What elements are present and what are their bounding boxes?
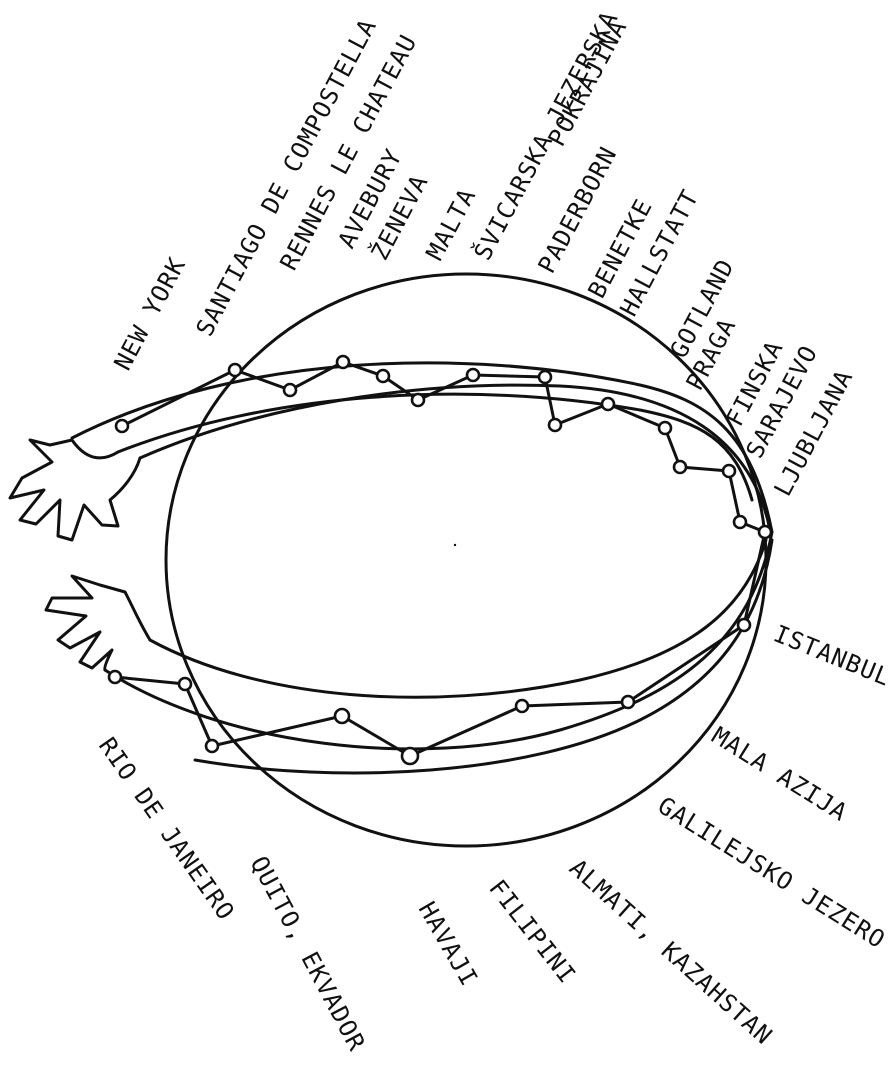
route-node (337, 356, 349, 368)
route-node (467, 369, 479, 381)
route-node (109, 671, 121, 683)
route-node (284, 384, 296, 396)
upper-route-band (72, 363, 772, 532)
label-almati: ALMATI, KAZAHSTAN (564, 854, 778, 1051)
route-node (723, 465, 735, 477)
route-node (622, 696, 634, 708)
globe-icon (166, 274, 766, 846)
lower-route-path (115, 625, 744, 756)
label-galilejsko: GALILEJSKO JEZERO (653, 791, 891, 954)
label-istanbul: ISTANBUL (770, 620, 893, 692)
paper-speck (454, 544, 456, 546)
route-node (659, 422, 671, 434)
label-filipini: FILIPINI (483, 874, 581, 989)
reaching-hand-icon (10, 440, 140, 540)
route-node (602, 398, 614, 410)
route-node (402, 748, 418, 764)
route-node (116, 420, 128, 432)
label-rio: RIO DE JANEIRO (93, 732, 240, 925)
route-node (539, 371, 551, 383)
route-node (229, 364, 241, 376)
route-node (206, 740, 218, 752)
reaching-hand-icon (46, 576, 150, 670)
route-node (377, 370, 389, 382)
route-node (179, 678, 191, 690)
route-node (674, 461, 686, 473)
route-node (335, 709, 349, 723)
label-santiago: SANTIAGO DE COMPOSTELLA (191, 14, 383, 341)
label-new-york: NEW YORK (109, 253, 192, 375)
route-node (516, 700, 528, 712)
lower-route-band (105, 532, 772, 773)
label-quito: QUITO, EKVADOR (245, 852, 371, 1056)
route-node (549, 419, 561, 431)
route-node (738, 619, 750, 631)
route-node (734, 516, 746, 528)
route-node (412, 394, 424, 406)
label-mala-azija: MALA AZIJA (707, 721, 853, 827)
label-havaji: HAVAJI (413, 897, 484, 991)
upper-route-path (122, 362, 765, 625)
route-node (759, 526, 771, 538)
